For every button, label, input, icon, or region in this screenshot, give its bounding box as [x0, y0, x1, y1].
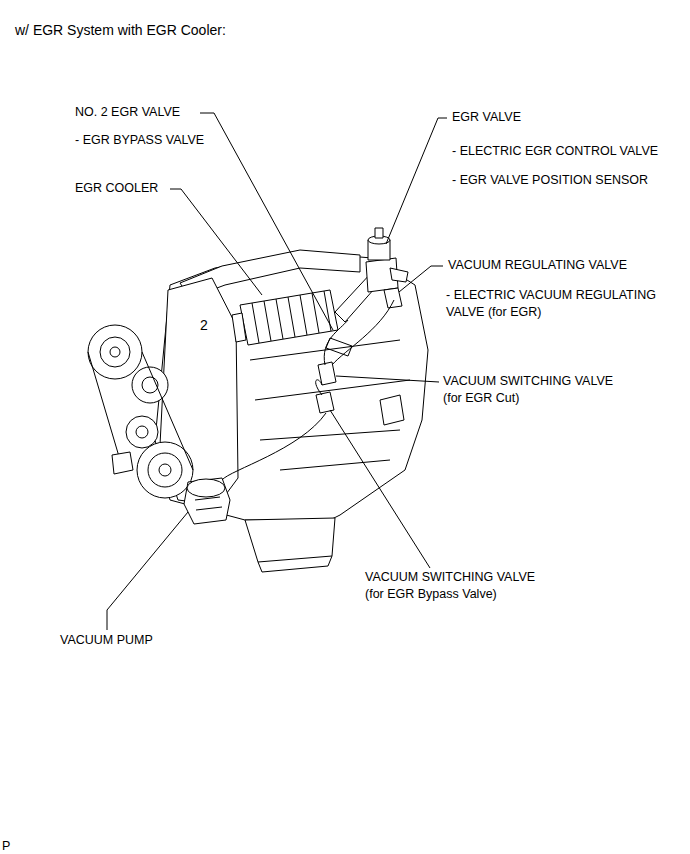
part-label: EGR COOLER: [75, 180, 225, 197]
part-detail: - EGR BYPASS VALVE: [75, 132, 255, 149]
part-detail: - EGR VALVE POSITION SENSOR: [452, 172, 686, 189]
part-label: EGR VALVE: [452, 109, 652, 126]
figure-code: P: [2, 838, 32, 854]
part-detail: - ELECTRIC EGR CONTROL VALVE: [452, 143, 686, 160]
part-label: VACUUM PUMP: [60, 632, 210, 649]
part-label: VACUUM REGULATING VALVE: [448, 257, 684, 274]
part-detail: - ELECTRIC VACUUM REGULATING VALVE (for …: [446, 287, 686, 321]
part-label: VACUUM SWITCHING VALVE (for EGR Bypass V…: [365, 569, 555, 603]
part-label: NO. 2 EGR VALVE: [75, 104, 225, 121]
svg-text:2: 2: [200, 317, 208, 333]
part-label: VACUUM SWITCHING VALVE (for EGR Cut): [443, 373, 633, 407]
diagram-title: w/ EGR System with EGR Cooler:: [15, 21, 226, 39]
